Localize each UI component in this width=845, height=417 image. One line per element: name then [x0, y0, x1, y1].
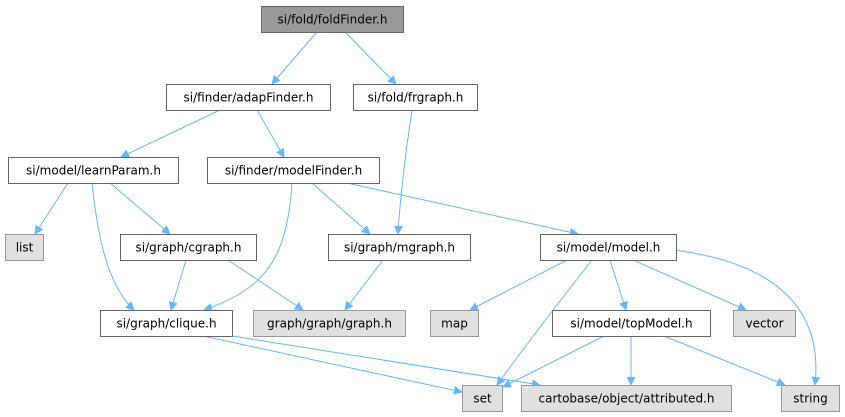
- edge-model-to-vector: [632, 259, 747, 311]
- edge-modelFinder-to-mgraph: [311, 182, 371, 235]
- edge-model-to-set: [496, 259, 593, 386]
- node-box: [8, 157, 179, 184]
- node-box: [540, 234, 677, 261]
- node-box: [462, 385, 503, 412]
- node-label: si/finder/modelFinder.h: [225, 164, 362, 178]
- node-box: [552, 310, 711, 337]
- node-label: si/graph/cgraph.h: [136, 241, 242, 255]
- edge-model-to-topModel: [609, 259, 628, 311]
- node-box: [521, 385, 732, 412]
- node-clique[interactable]: si/graph/clique.h: [100, 310, 233, 337]
- node-string: string: [781, 385, 840, 412]
- node-box: [353, 84, 478, 111]
- node-box: [781, 385, 840, 412]
- edge-clique-to-set: [202, 335, 463, 395]
- edge-cgraph-to-graph: [227, 259, 304, 311]
- nodes: si/fold/foldFinder.h si/finder/adapFinder…: [5, 6, 840, 412]
- node-box: [100, 310, 233, 337]
- node-label: cartobase/object/attributed.h: [539, 392, 715, 406]
- edge-topModel-to-string: [663, 335, 786, 387]
- node-topModel[interactable]: si/model/topModel.h: [552, 310, 711, 337]
- edge-modelFinder-to-model: [346, 182, 579, 237]
- node-label: set: [473, 392, 492, 406]
- node-label: si/fold/foldFinder.h: [278, 13, 388, 27]
- node-label: map: [441, 317, 468, 331]
- edge-modelFinder-to-clique: [203, 182, 293, 312]
- node-box: [253, 310, 406, 337]
- edge-model-to-string: [673, 249, 821, 386]
- node-foldFinder[interactable]: si/fold/foldFinder.h: [261, 6, 404, 33]
- node-frgraph[interactable]: si/fold/frgraph.h: [353, 84, 478, 111]
- edge-foldFinder-to-adapFinder: [271, 31, 318, 85]
- node-label: si/model/model.h: [557, 241, 661, 255]
- node-label: si/graph/mgraph.h: [344, 241, 455, 255]
- node-label: list: [16, 241, 34, 255]
- node-box: [328, 234, 471, 261]
- node-label: si/finder/adapFinder.h: [184, 91, 314, 105]
- edge-adapFinder-to-modelFinder: [256, 109, 285, 158]
- node-vector: vector: [733, 310, 796, 337]
- edge-learnParam-to-list: [34, 182, 69, 235]
- edge-foldFinder-to-frgraph: [344, 31, 397, 85]
- node-learnParam[interactable]: si/model/learnParam.h: [8, 157, 179, 184]
- edge-mgraph-to-graph: [344, 259, 384, 311]
- node-label: string: [793, 392, 827, 406]
- edge-adapFinder-to-learnParam: [120, 109, 221, 158]
- node-map: map: [430, 310, 479, 337]
- node-label: si/model/topModel.h: [570, 317, 692, 331]
- node-cgraph[interactable]: si/graph/cgraph.h: [120, 234, 257, 261]
- node-box: [733, 310, 796, 337]
- node-label: si/fold/frgraph.h: [368, 91, 464, 105]
- edge-topModel-to-set: [502, 335, 605, 388]
- node-box: [5, 234, 44, 261]
- node-box: [261, 6, 404, 33]
- edge-frgraph-to-mgraph: [393, 109, 413, 235]
- node-mgraph[interactable]: si/graph/mgraph.h: [328, 234, 471, 261]
- node-box: [430, 310, 479, 337]
- node-label: si/model/learnParam.h: [26, 164, 161, 178]
- edges: [34, 31, 821, 395]
- node-box: [166, 84, 331, 111]
- node-label: graph/graph/graph.h: [267, 317, 392, 331]
- edge-model-to-map: [469, 259, 568, 311]
- node-graph: graph/graph/graph.h: [253, 310, 406, 337]
- edge-cgraph-to-clique: [169, 259, 187, 311]
- node-box: [207, 157, 380, 184]
- edge-learnParam-to-clique: [91, 182, 135, 311]
- node-adapFinder[interactable]: si/finder/adapFinder.h: [166, 84, 331, 111]
- node-model[interactable]: si/model/model.h: [540, 234, 677, 261]
- node-list: list: [5, 234, 44, 261]
- node-label: si/graph/clique.h: [116, 317, 216, 331]
- node-attributed: cartobase/object/attributed.h: [521, 385, 732, 412]
- node-modelFinder[interactable]: si/finder/modelFinder.h: [207, 157, 380, 184]
- edge-learnParam-to-cgraph: [109, 182, 171, 235]
- node-set: set: [462, 385, 503, 412]
- edge-clique-to-attributed: [225, 334, 541, 389]
- node-label: vector: [745, 317, 783, 331]
- node-box: [120, 234, 257, 261]
